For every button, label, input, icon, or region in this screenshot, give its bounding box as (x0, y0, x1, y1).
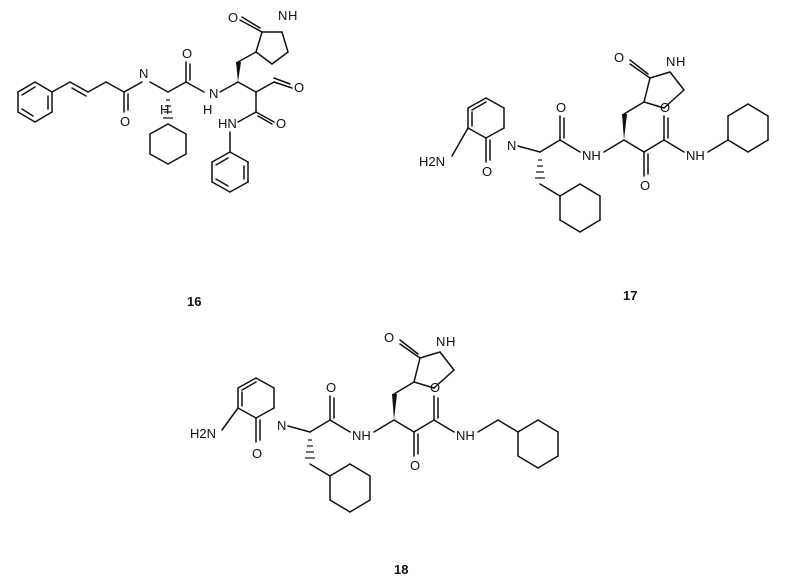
pyridinone-ring-17 (467, 97, 505, 139)
atom-lactam-h-17: H (676, 54, 685, 69)
pyrrolidinone-ring-16 (255, 31, 289, 65)
atom-o3-16: O (294, 80, 304, 95)
atom-pyr-o-17: O (482, 164, 492, 179)
cyclohexyl-ring-18b (517, 419, 559, 469)
compound-18: H2N N O O NH (190, 330, 559, 577)
atom-h-a-16: H (160, 102, 169, 117)
atom-pyr-o-18: O (252, 446, 262, 461)
atom-nh-end-18: NH (456, 428, 475, 443)
atom-nh2-18: H2N (190, 426, 216, 441)
atom-h-b-16: H (203, 102, 212, 117)
atom-o-keto-18: O (410, 458, 420, 473)
atom-o-keto-17: O (640, 178, 650, 193)
atom-nh-b-16: N (209, 86, 218, 101)
atom-nh-amide-18: NH (352, 428, 371, 443)
atom-lactam-n-18: N (436, 334, 445, 349)
atom-lactam-o-16: O (228, 10, 238, 25)
atom-nh-anilide-16: HN (218, 116, 237, 131)
compound-17: H2N N O O NH (419, 50, 769, 303)
atom-nh-a-16: N (139, 66, 148, 81)
atom-o2-16: O (182, 46, 192, 61)
atom-nh-end-17: NH (686, 148, 705, 163)
compound-label-18: 18 (394, 562, 408, 577)
atom-o4-16: O (276, 116, 286, 131)
compound-16: O N H O N H (17, 8, 304, 309)
pyrrolidinone-ring-18 (413, 351, 455, 389)
compound-label-17: 17 (623, 288, 637, 303)
atom-pyr-n-17: N (507, 138, 516, 153)
phenyl-ring-16b (211, 151, 249, 193)
atom-lactam-n-17: N (666, 54, 675, 69)
cyclohexyl-ring-17b (727, 103, 769, 153)
atom-lactam-n-16: N (278, 8, 287, 23)
pyrrolidinone-ring-17 (643, 71, 685, 109)
pyridinone-ring-18 (237, 377, 275, 419)
compound-label-16: 16 (187, 294, 201, 309)
atom-o-amide-17: O (556, 100, 566, 115)
atom-o-keto2-17: O (660, 100, 670, 115)
atom-nh2-17: H2N (419, 154, 445, 169)
atom-lactam-h-18: H (446, 334, 455, 349)
atom-o-amide-18: O (326, 380, 336, 395)
phenyl-ring-16a (17, 81, 53, 123)
atom-lactam-o-18: O (384, 330, 394, 345)
atom-lactam-h-16: H (288, 8, 297, 23)
atom-o-keto2-18: O (430, 380, 440, 395)
cyclohexyl-ring-16 (149, 123, 187, 165)
atom-nh-amide-17: NH (582, 148, 601, 163)
atom-lactam-o-17: O (614, 50, 624, 65)
cyclohexyl-ring-17a (559, 183, 601, 233)
atom-pyr-n-18: N (277, 418, 286, 433)
cyclohexyl-ring-18a (329, 463, 371, 513)
atom-o1-16: O (120, 114, 130, 129)
